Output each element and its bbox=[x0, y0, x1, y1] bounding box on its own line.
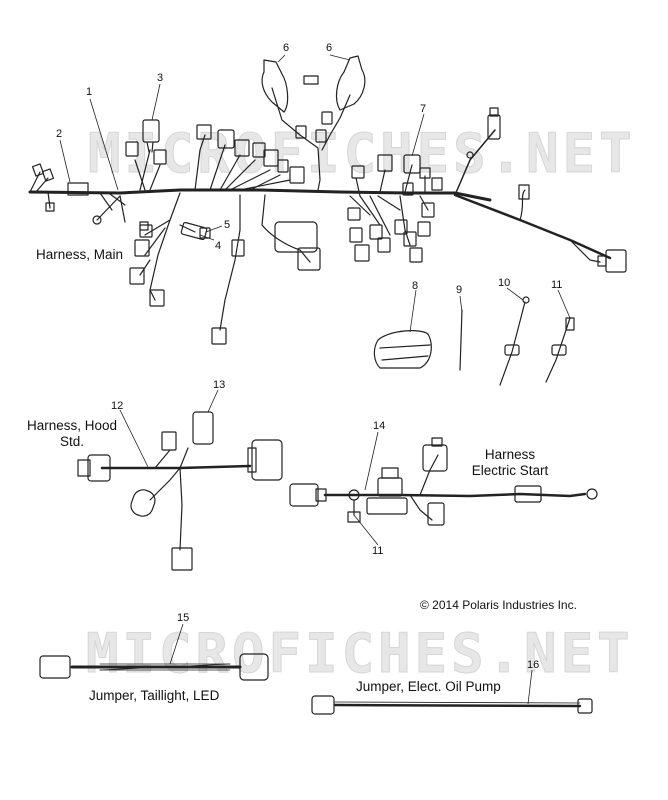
small-parts bbox=[373, 296, 575, 386]
callout-15: 15 bbox=[177, 612, 190, 624]
callout-11a: 11 bbox=[551, 279, 563, 291]
callout-3: 3 bbox=[157, 72, 164, 84]
watermark-bottom: MICROFICHES.NET bbox=[86, 622, 634, 686]
callout-9: 9 bbox=[456, 284, 463, 296]
callout-6a: 6 bbox=[283, 42, 290, 54]
callout-5: 5 bbox=[224, 219, 231, 231]
callout-12: 12 bbox=[111, 400, 124, 412]
leader-lines bbox=[59, 54, 571, 705]
callout-11b: 11 bbox=[372, 545, 384, 557]
callout-14: 14 bbox=[373, 420, 386, 432]
label-jumper-oil-pump: Jumper, Elect. Oil Pump bbox=[356, 679, 501, 694]
label-harness-hood-line1: Harness, Hood bbox=[26, 418, 118, 433]
watermark-top: MICROFICHES.NET bbox=[88, 122, 636, 186]
electric-start-harness bbox=[289, 437, 598, 526]
callout-16: 16 bbox=[527, 659, 540, 671]
label-jumper-taillight: Jumper, Taillight, LED bbox=[89, 688, 220, 703]
hood-harness bbox=[77, 411, 283, 571]
label-harness-hood-line2: Std. bbox=[59, 434, 84, 449]
callout-1: 1 bbox=[86, 86, 93, 98]
main-harness bbox=[28, 55, 627, 345]
callout-13: 13 bbox=[213, 379, 226, 391]
callout-10: 10 bbox=[498, 277, 511, 289]
label-harness-main: Harness, Main bbox=[36, 247, 124, 262]
label-harness-es-line1: Harness bbox=[484, 447, 536, 462]
callout-6b: 6 bbox=[326, 42, 333, 54]
callout-2: 2 bbox=[56, 128, 63, 140]
callout-4: 4 bbox=[215, 240, 222, 252]
label-harness-es-line2: Electric Start bbox=[471, 463, 549, 478]
label-harness-hood: Harness, Hood Std. bbox=[22, 418, 122, 450]
callout-7: 7 bbox=[420, 103, 427, 115]
copyright-notice: © 2014 Polaris Industries Inc. bbox=[420, 598, 577, 612]
callout-8: 8 bbox=[412, 280, 419, 292]
label-harness-electric-start: Harness Electric Start bbox=[460, 447, 560, 479]
jumper-taillight bbox=[39, 653, 269, 681]
jumper-oil-pump bbox=[311, 695, 593, 715]
